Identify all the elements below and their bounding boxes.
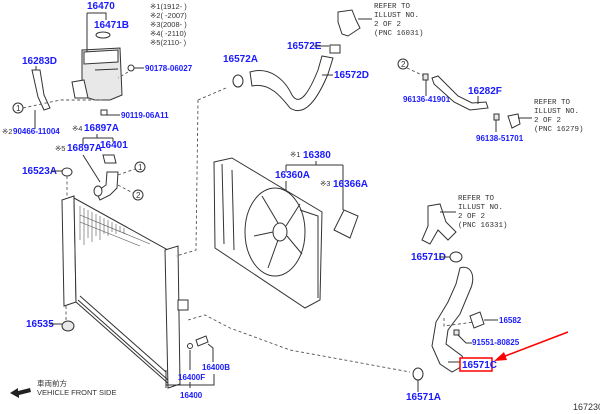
part-label-16400[interactable]: 16400 [180, 391, 203, 400]
vehicle-front-arrow-icon [10, 388, 31, 398]
legend-notes: ※1(1912- ) ※2( -2007) ※3(2008- ) ※4( -21… [150, 2, 187, 47]
note-mark: ※3 [320, 179, 330, 188]
hose-clamp-bracket-drawing [469, 311, 485, 329]
water-outlet-drawing [337, 9, 361, 37]
callout-number: 2 [401, 60, 406, 69]
note-mark: ※5 [55, 144, 65, 153]
part-label-96138-51701[interactable]: 96138-51701 [476, 134, 524, 143]
part-label-90178-06027[interactable]: 90178-06027 [145, 64, 193, 73]
legend-note-1: ※1(1912- ) [150, 2, 187, 11]
lower-hose-drawing [431, 266, 474, 373]
part-label-16523a[interactable]: 16523A [22, 166, 57, 177]
svg-text:REFER TO: REFER TO [458, 195, 495, 203]
svg-text:2 OF 2: 2 OF 2 [534, 117, 561, 125]
part-label-16400f[interactable]: 16400F [178, 373, 205, 382]
note-mark: ※2 [2, 127, 12, 136]
radiator-cap-drawing [102, 154, 117, 164]
thermostat-housing-drawing [421, 203, 457, 245]
hose-clamp-drawing [412, 367, 424, 381]
svg-text:ILLUST NO.: ILLUST NO. [374, 12, 419, 20]
fan-shroud-drawing [213, 157, 323, 309]
svg-text:2 OF 2: 2 OF 2 [458, 213, 485, 221]
legend-note-2: ※2( -2007) [150, 11, 187, 20]
part-label-16571c[interactable]: 16571C [462, 360, 497, 371]
svg-text:REFER TO: REFER TO [534, 99, 571, 107]
part-label-91551-80825[interactable]: 91551-80825 [472, 338, 520, 347]
svg-text:(PNC 16031): (PNC 16031) [374, 30, 424, 38]
bypass-hose-drawing [431, 75, 489, 111]
part-label-16571d[interactable]: 16571D [411, 252, 446, 263]
part-label-16572a[interactable]: 16572A [223, 54, 258, 65]
direction-label-jp: 車両前方 [37, 378, 67, 388]
part-label-96136-41901[interactable]: 96136-41901 [403, 95, 451, 104]
note-mark: ※1 [290, 150, 300, 159]
part-label-16572d[interactable]: 16572D [334, 70, 369, 81]
callout-number: 1 [16, 104, 21, 113]
figure-id: 167230 [573, 402, 600, 412]
legend-note-4: ※4( -2110) [150, 29, 187, 38]
fan-seal-drawing [333, 209, 359, 239]
part-label-16470[interactable]: 16470 [87, 1, 115, 12]
red-arrow-icon [494, 331, 569, 361]
legend-note-3: ※3(2008- ) [150, 20, 187, 29]
part-label-16360a[interactable]: 16360A [275, 170, 310, 181]
svg-text:ILLUST NO.: ILLUST NO. [458, 204, 503, 212]
svg-text:2 OF 2: 2 OF 2 [374, 21, 401, 29]
part-label-90119-06a11[interactable]: 90119-06A11 [121, 111, 169, 120]
pipe-fitting-drawing [507, 113, 521, 129]
hose-bracket-drawing [31, 69, 51, 111]
reference-note-16279: REFER TO ILLUST NO. 2 OF 2 (PNC 16279) [534, 99, 584, 134]
callout-circle-2 [397, 58, 409, 70]
reference-note-16031: REFER TO ILLUST NO. 2 OF 2 (PNC 16031) [374, 3, 424, 38]
upper-hose-drawing [232, 44, 341, 112]
callout-circle-1 [134, 161, 146, 173]
highlight-box-16571c [459, 357, 493, 372]
reservoir-tank-drawing [71, 31, 123, 101]
legend-note-5: ※5(2110- ) [150, 38, 187, 47]
part-label-16572e[interactable]: 16572E [287, 41, 322, 52]
part-label-16366a[interactable]: 16366A [333, 179, 368, 190]
svg-text:REFER TO: REFER TO [374, 3, 411, 11]
part-label-16283d[interactable]: 16283D [22, 56, 57, 67]
svg-text:ILLUST NO.: ILLUST NO. [534, 108, 579, 116]
svg-text:(PNC 16279): (PNC 16279) [534, 126, 584, 134]
part-label-16471b[interactable]: 16471B [94, 20, 129, 31]
radiator-drawing [61, 195, 189, 389]
part-label-16535[interactable]: 16535 [26, 319, 54, 330]
part-label-16897a-4[interactable]: 16897A [84, 123, 119, 134]
part-label-16582[interactable]: 16582 [499, 316, 522, 325]
note-mark: ※4 [72, 124, 82, 133]
svg-text:(PNC 16331): (PNC 16331) [458, 222, 508, 230]
callout-circle-2 [132, 189, 144, 201]
part-label-16282f[interactable]: 16282F [468, 86, 502, 97]
leader-16470 [86, 12, 107, 52]
part-label-16400b[interactable]: 16400B [202, 363, 230, 372]
direction-label-en: VEHICLE FRONT SIDE [37, 388, 116, 397]
reference-note-16331: REFER TO ILLUST NO. 2 OF 2 (PNC 16331) [458, 195, 508, 230]
part-label-16380[interactable]: 16380 [303, 150, 331, 161]
callout-number: 2 [136, 191, 141, 200]
part-label-16401[interactable]: 16401 [100, 140, 128, 151]
callout-number: 1 [138, 163, 143, 172]
part-label-16897a-5[interactable]: 16897A [67, 143, 102, 154]
part-label-90466-11004[interactable]: 90466-11004 [13, 127, 60, 136]
part-label-16571a[interactable]: 16571A [406, 392, 441, 403]
